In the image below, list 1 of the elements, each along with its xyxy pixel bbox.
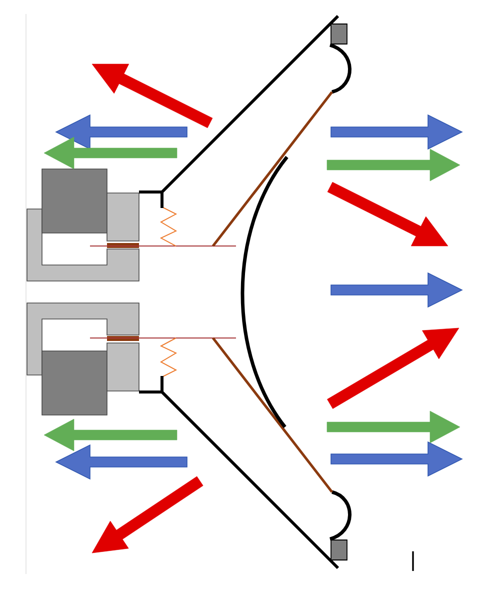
label: | — [412, 551, 414, 571]
